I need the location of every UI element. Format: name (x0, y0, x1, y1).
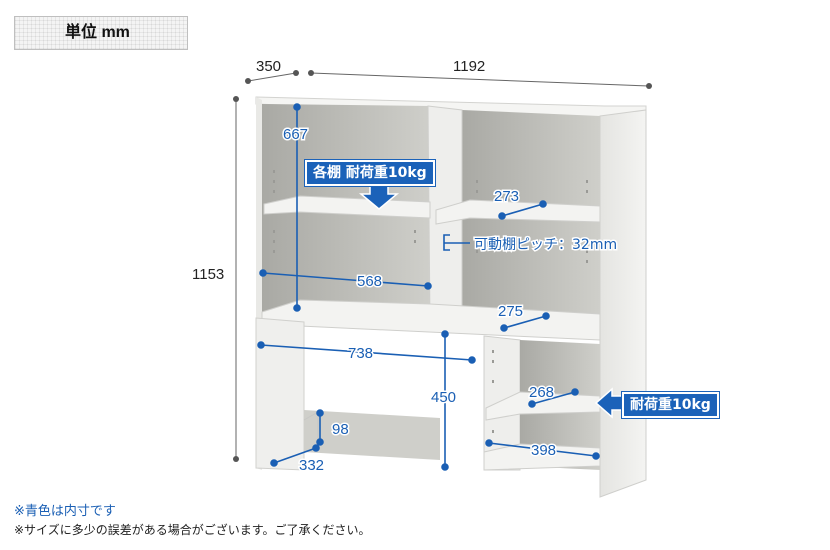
inner-dimension-note: ※青色は内寸です (14, 504, 116, 519)
lower-left-leg (255, 317, 305, 471)
disclaimer-note: ※サイズに多少の誤差がある場合がございます。ご了承ください。 (14, 523, 371, 537)
left-arrow-icon (594, 387, 623, 419)
shelf-unit (255, 96, 647, 498)
pin-holes (273, 170, 588, 433)
outer-dimensions: 350 1192 1153 (192, 58, 652, 462)
pitch-label: 可動棚ピッチ：32mm (474, 237, 617, 253)
right-side-panel (599, 109, 647, 498)
dim-738: 738 (348, 345, 373, 362)
dim-332: 332 (299, 457, 324, 474)
height-label: 1153 (192, 266, 224, 283)
dim-568: 568 (357, 273, 382, 290)
dim-667: 667 (283, 126, 308, 143)
inner-dimension-labels: 667 568 273 275 738 450 268 398 98 332 可… (282, 125, 619, 476)
lower-back-panel (304, 410, 440, 460)
unit-label: 単位 mm (14, 16, 188, 50)
each-shelf-load-callout: 各棚 耐荷重10kg (305, 160, 435, 186)
shelf-lower-right (485, 391, 601, 421)
shelf-load-callout: 耐荷重10kg (622, 392, 719, 418)
inner-dimensions (257, 103, 600, 471)
upper-right-back (462, 110, 600, 336)
dim-450: 450 (431, 389, 456, 406)
dim-98: 98 (332, 421, 349, 438)
dim-275: 275 (498, 303, 523, 320)
dim-398: 398 (531, 442, 556, 459)
dim-268: 268 (529, 384, 554, 401)
width-label: 1192 (453, 58, 485, 75)
dim-273: 273 (494, 188, 519, 205)
depth-label: 350 (256, 58, 281, 75)
